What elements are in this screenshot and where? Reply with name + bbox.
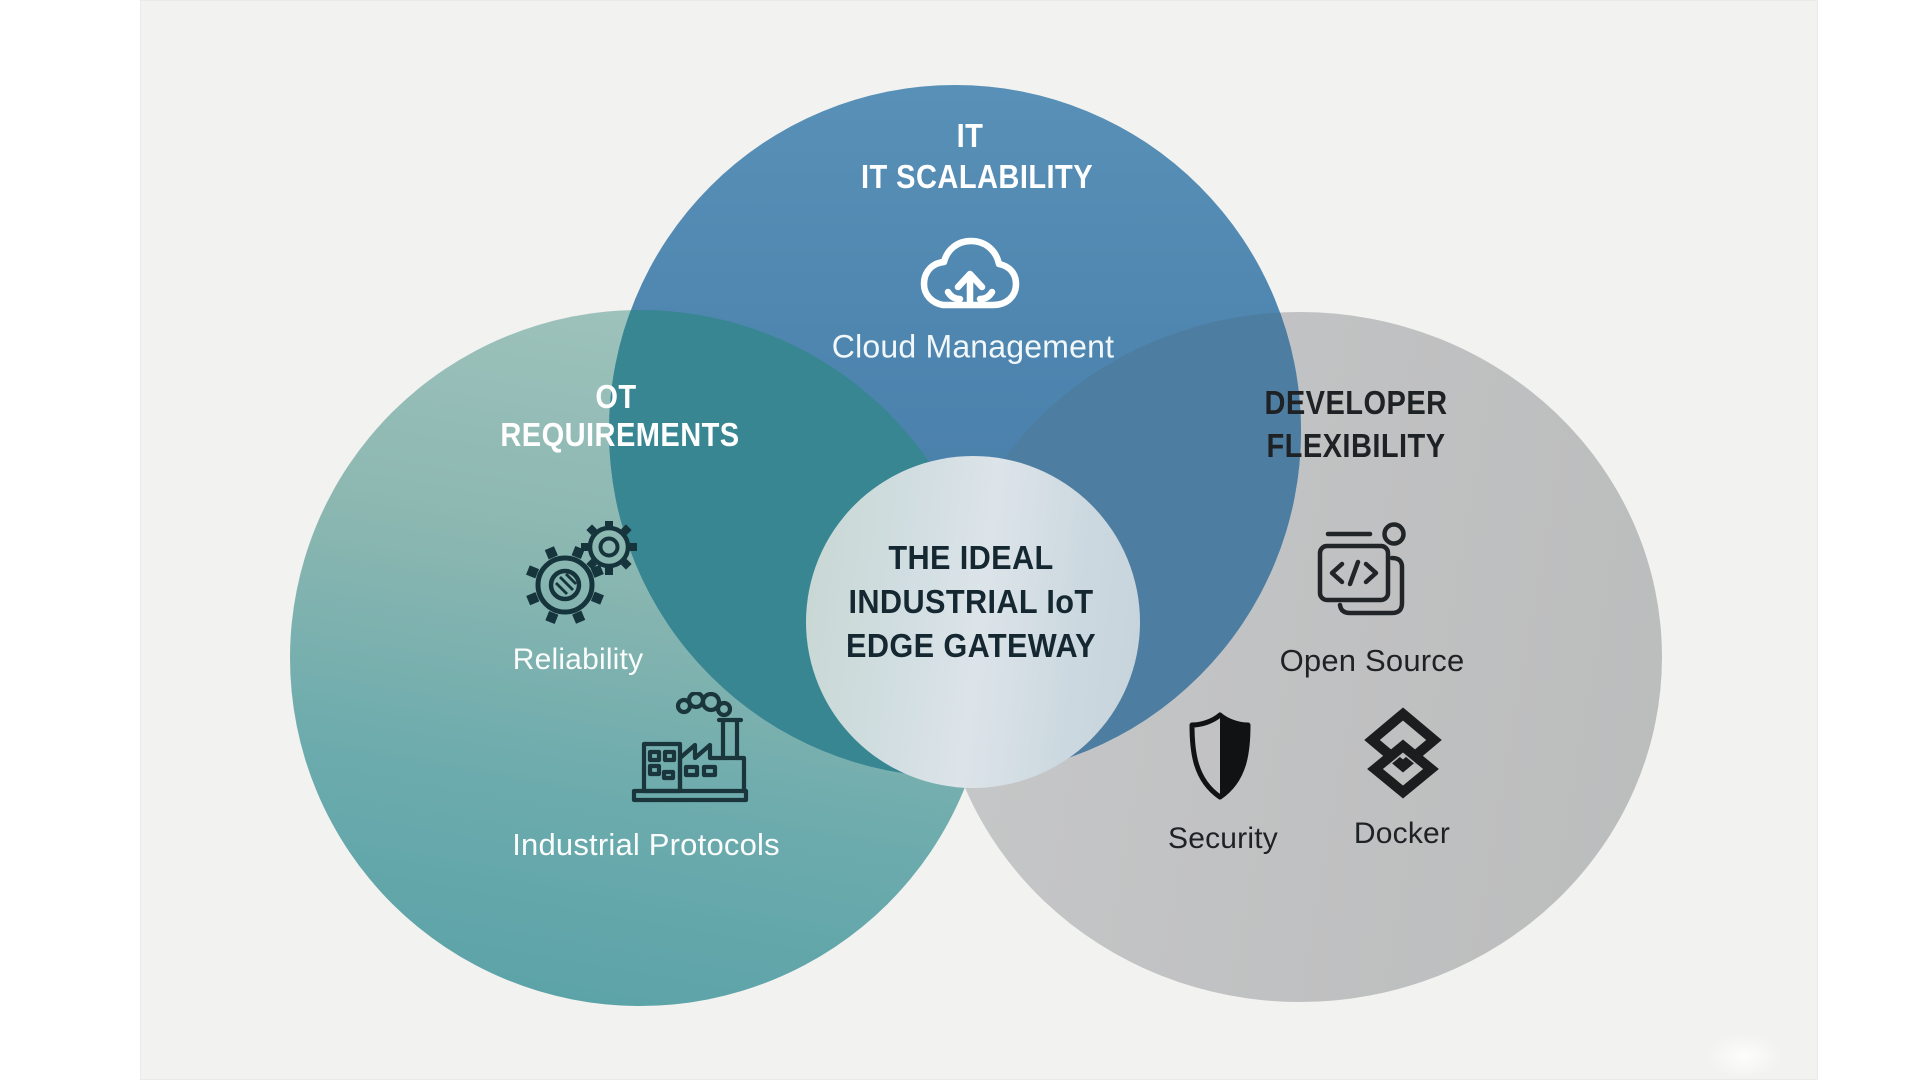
dev-item2-label: Security: [1168, 822, 1278, 855]
cloud-upload-icon: [920, 237, 1020, 309]
watermark-blob: [1705, 1032, 1783, 1080]
factory-icon: [631, 692, 749, 803]
docker-icon: [1364, 707, 1442, 799]
center-title: THE IDEAL INDUSTRIAL IoT EDGE GATEWAY: [846, 536, 1096, 668]
gears-icon: [526, 521, 637, 624]
it-title-line1: IT: [956, 117, 984, 154]
it-item-label: Cloud Management: [831, 328, 1115, 365]
center-title-line3: EDGE GATEWAY: [845, 627, 1097, 664]
ot-title-line1: OT: [595, 378, 637, 415]
ot-item2-label: Industrial Protocols: [512, 827, 780, 862]
center-disc: [806, 456, 1140, 788]
dev-item3-label: Docker: [1353, 817, 1451, 850]
shield-icon: [1189, 712, 1251, 800]
center-title-line1: THE IDEAL: [888, 539, 1054, 576]
code-window-icon: [1317, 522, 1406, 616]
it-title-line2: IT SCALABILITY: [860, 158, 1094, 195]
dev-title-line1: DEVELOPER: [1264, 384, 1448, 421]
center-title-line2: INDUSTRIAL IoT: [848, 583, 1094, 620]
dev-item1-label: Open Source: [1279, 643, 1465, 678]
dev-title-line2: FLEXIBILITY: [1266, 427, 1446, 464]
diagram-canvas: [140, 0, 1818, 1080]
ot-item1-label: Reliability: [512, 643, 644, 676]
ot-title-line2: REQUIREMENTS: [500, 416, 740, 453]
